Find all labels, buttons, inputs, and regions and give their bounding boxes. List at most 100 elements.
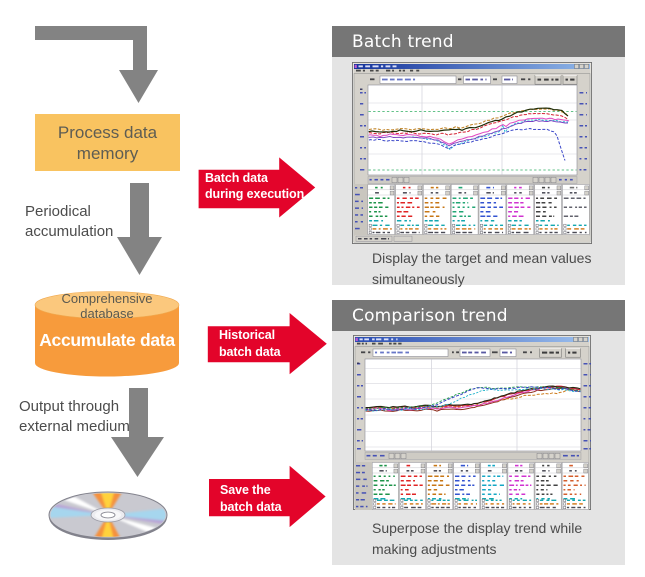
column-checkbox[interactable] <box>480 223 483 227</box>
scroll-button[interactable] <box>554 453 561 459</box>
column-checkbox[interactable] <box>507 227 511 231</box>
column-checkbox[interactable] <box>509 502 512 506</box>
column-checkbox[interactable] <box>424 231 428 234</box>
column-spin-button[interactable] <box>556 185 561 191</box>
column-checkbox[interactable] <box>424 223 428 227</box>
column-spin-button[interactable] <box>417 185 422 191</box>
column-spin-button[interactable] <box>501 190 506 196</box>
minimize-button[interactable] <box>574 64 579 69</box>
column-spin-button[interactable] <box>502 463 507 468</box>
column-checkbox[interactable] <box>400 502 404 506</box>
column-checkbox[interactable] <box>454 506 458 509</box>
column-checkbox[interactable] <box>507 223 511 227</box>
scroll-button[interactable] <box>532 177 539 183</box>
scroll-button[interactable] <box>544 177 551 183</box>
toolbar-field[interactable] <box>499 348 517 357</box>
column-spin-button[interactable] <box>417 190 422 196</box>
column-spin-button[interactable] <box>501 185 506 191</box>
column-checkbox[interactable] <box>563 498 567 502</box>
column-checkbox[interactable] <box>427 498 431 502</box>
column-checkbox[interactable] <box>373 498 377 502</box>
time-scrollbar[interactable] <box>364 452 582 460</box>
column-checkbox[interactable] <box>368 227 372 231</box>
column-checkbox[interactable] <box>536 502 539 506</box>
column-spin-button[interactable] <box>393 468 398 474</box>
scroll-button[interactable] <box>542 453 549 459</box>
column-spin-button[interactable] <box>473 190 478 196</box>
scroll-button[interactable] <box>388 453 395 459</box>
column-spin-button[interactable] <box>445 190 450 196</box>
column-checkbox[interactable] <box>373 506 377 509</box>
column-checkbox[interactable] <box>396 223 400 227</box>
close-button[interactable] <box>583 337 588 342</box>
column-checkbox[interactable] <box>452 227 456 231</box>
column-checkbox[interactable] <box>368 231 372 234</box>
column-checkbox[interactable] <box>509 506 512 509</box>
window-title-bar[interactable] <box>355 337 589 342</box>
time-scrollbar[interactable] <box>367 176 578 184</box>
column-checkbox[interactable] <box>400 498 404 502</box>
column-spin-button[interactable] <box>584 185 589 191</box>
toolbar-field[interactable] <box>379 75 457 84</box>
column-checkbox[interactable] <box>454 502 458 506</box>
column-spin-button[interactable] <box>447 463 453 468</box>
menu-bar[interactable] <box>356 69 420 72</box>
column-checkbox[interactable] <box>563 502 567 506</box>
column-checkbox[interactable] <box>536 498 539 502</box>
column-spin-button[interactable] <box>528 190 534 196</box>
scroll-button[interactable] <box>400 453 407 459</box>
column-checkbox[interactable] <box>368 223 372 227</box>
column-checkbox[interactable] <box>396 227 400 231</box>
column-spin-button[interactable] <box>583 463 588 468</box>
column-checkbox[interactable] <box>507 231 511 234</box>
column-spin-button[interactable] <box>529 463 534 468</box>
maximize-button[interactable] <box>578 337 583 342</box>
scroll-button[interactable] <box>394 453 401 459</box>
column-checkbox[interactable] <box>563 506 567 509</box>
column-checkbox[interactable] <box>481 506 485 509</box>
scroll-button[interactable] <box>548 453 555 459</box>
column-spin-button[interactable] <box>445 185 450 191</box>
column-checkbox[interactable] <box>509 498 512 502</box>
column-spin-button[interactable] <box>583 468 588 474</box>
column-spin-button[interactable] <box>475 463 480 468</box>
column-checkbox[interactable] <box>452 223 456 227</box>
column-spin-button[interactable] <box>556 463 561 468</box>
column-checkbox[interactable] <box>400 506 404 509</box>
scroll-button[interactable] <box>536 453 543 459</box>
column-checkbox[interactable] <box>535 231 539 234</box>
column-checkbox[interactable] <box>396 231 400 234</box>
minimize-button[interactable] <box>573 337 578 342</box>
column-spin-button[interactable] <box>529 468 534 474</box>
column-checkbox[interactable] <box>452 231 456 234</box>
column-spin-button[interactable] <box>475 468 480 474</box>
column-checkbox[interactable] <box>480 231 483 234</box>
column-checkbox[interactable] <box>427 502 431 506</box>
menu-bar[interactable] <box>357 342 402 345</box>
column-checkbox[interactable] <box>480 227 483 231</box>
column-checkbox[interactable] <box>424 227 428 231</box>
column-spin-button[interactable] <box>556 468 561 474</box>
column-checkbox[interactable] <box>481 502 485 506</box>
column-checkbox[interactable] <box>373 502 377 506</box>
scroll-button[interactable] <box>550 177 557 183</box>
column-checkbox[interactable] <box>535 227 539 231</box>
column-spin-button[interactable] <box>556 190 561 196</box>
column-checkbox[interactable] <box>563 227 567 231</box>
column-spin-button[interactable] <box>473 185 478 191</box>
column-spin-button[interactable] <box>502 468 507 474</box>
scroll-button[interactable] <box>397 177 404 183</box>
column-checkbox[interactable] <box>563 231 567 234</box>
scroll-button[interactable] <box>403 177 410 183</box>
close-button[interactable] <box>584 64 589 69</box>
column-spin-button[interactable] <box>389 190 395 196</box>
column-spin-button[interactable] <box>393 463 398 468</box>
column-checkbox[interactable] <box>454 498 458 502</box>
toolbar-field[interactable] <box>372 348 449 357</box>
maximize-button[interactable] <box>579 64 584 69</box>
column-spin-button[interactable] <box>420 468 426 474</box>
column-checkbox[interactable] <box>535 223 539 227</box>
column-spin-button[interactable] <box>389 185 395 191</box>
scroll-button[interactable] <box>391 177 398 183</box>
column-spin-button[interactable] <box>584 190 589 196</box>
